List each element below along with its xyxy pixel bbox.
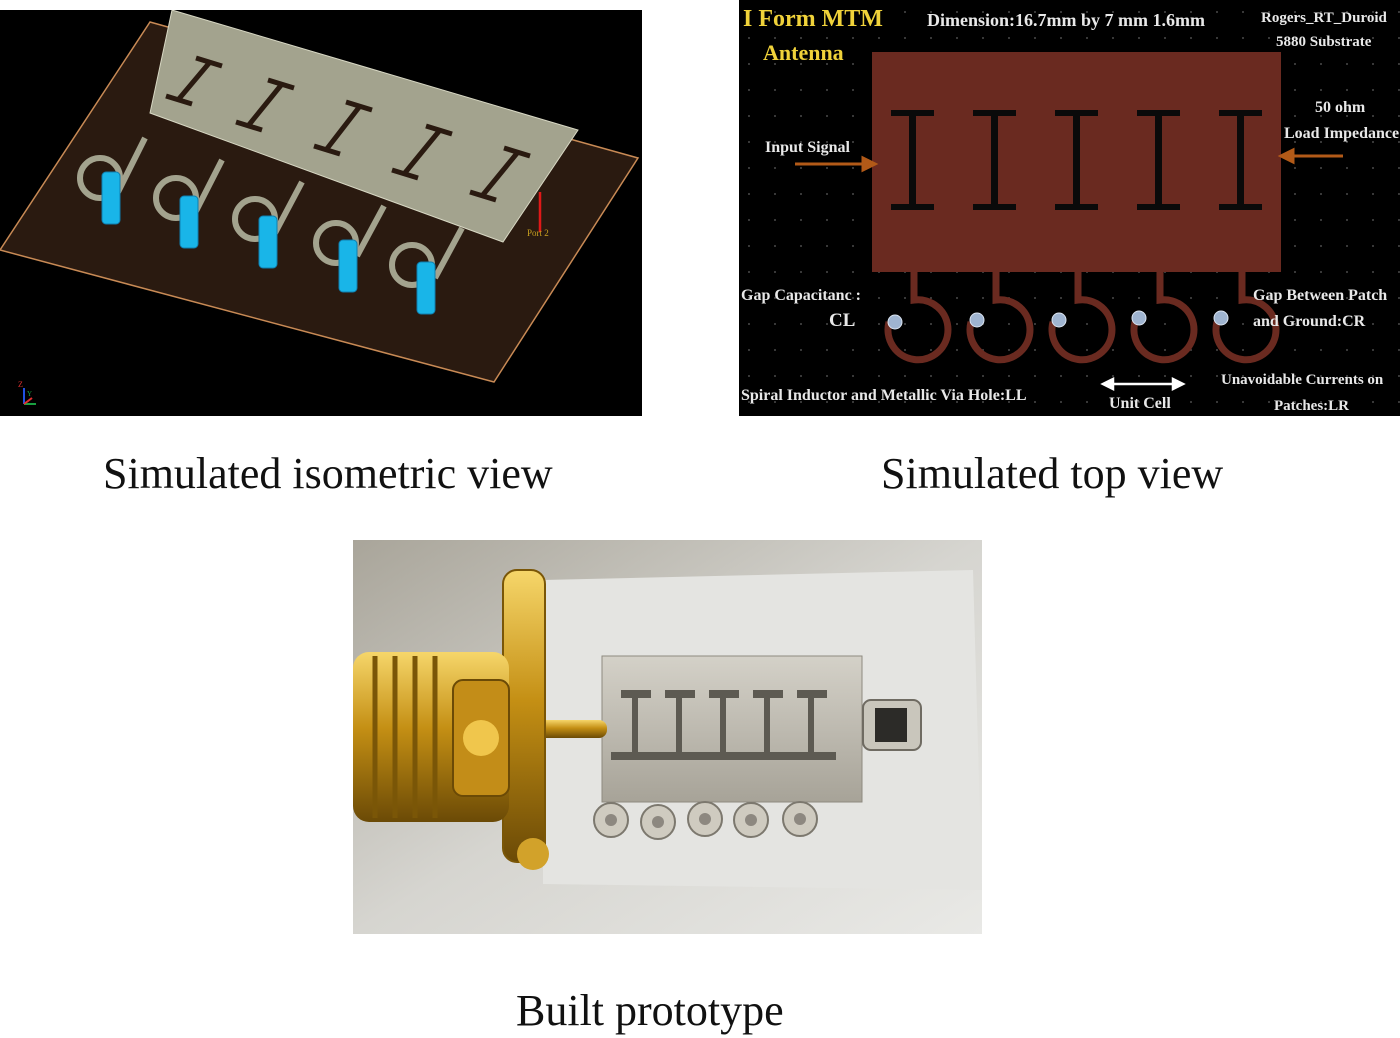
i-slots <box>165 55 531 203</box>
top-patch <box>149 10 579 243</box>
gap-capacitance-line1: Gap Capacitanc : <box>741 287 861 304</box>
spiral-inductor-label: Spiral Inductor and Metallic Via Hole:LL <box>741 387 1027 404</box>
svg-text:Z: Z <box>18 380 23 389</box>
printed-patch <box>601 655 863 803</box>
load-line2: Load Impedance <box>1284 125 1399 142</box>
caption-prototype: Built prototype <box>516 986 784 1035</box>
isometric-view-panel: Port 2 Z Y <box>0 10 642 416</box>
i-slots <box>611 690 836 760</box>
dimension-label: Dimension:16.7mm by 7 mm 1.6mm <box>927 10 1205 30</box>
top-view-panel: I Form MTM Antenna Dimension:16.7mm by 7… <box>739 0 1400 416</box>
spiral-inductors <box>884 272 1280 364</box>
caption-top-view: Simulated top view <box>881 449 1224 498</box>
via-rings <box>593 801 818 840</box>
title-line2: Antenna <box>763 40 844 65</box>
currents-line1: Unavoidable Currents on <box>1221 372 1384 388</box>
spiral-inductors <box>77 136 465 315</box>
unit-cell-label: Unit Cell <box>1109 395 1171 412</box>
prototype-photo <box>353 540 982 934</box>
gap-ground-line2: and Ground:CR <box>1253 313 1366 330</box>
signal-arrows <box>795 147 1343 173</box>
substrate-line2: 5880 Substrate <box>1276 34 1372 50</box>
gap-ground-line1: Gap Between Patch <box>1253 287 1387 304</box>
top-view-drawing: I Form MTM Antenna Dimension:16.7mm by 7… <box>741 6 1400 414</box>
svg-text:Y: Y <box>27 390 32 398</box>
sma-connector-icon <box>353 652 510 822</box>
i-slots <box>891 110 1262 210</box>
prototype-drawing <box>353 540 982 934</box>
gap-capacitance-line2: CL <box>829 310 855 331</box>
caption-isometric-view: Simulated isometric view <box>103 449 553 498</box>
input-signal-label: Input Signal <box>765 139 850 156</box>
currents-line2: Patches:LR <box>1274 398 1349 414</box>
title-line1: I Form MTM <box>743 6 883 32</box>
isometric-view-drawing: Port 2 Z Y <box>0 10 640 405</box>
load-line1: 50 ohm <box>1315 99 1366 116</box>
unit-cell-arrow <box>1100 376 1186 392</box>
port-label: Port 2 <box>527 228 549 238</box>
load-resistor-body <box>875 708 907 742</box>
feed-pin <box>529 720 607 738</box>
via-holes <box>887 310 1229 330</box>
axis-triad-icon: Z Y <box>18 380 36 405</box>
flange-solder <box>517 838 549 870</box>
substrate-line1: Rogers_RT_Duroid <box>1261 10 1388 26</box>
